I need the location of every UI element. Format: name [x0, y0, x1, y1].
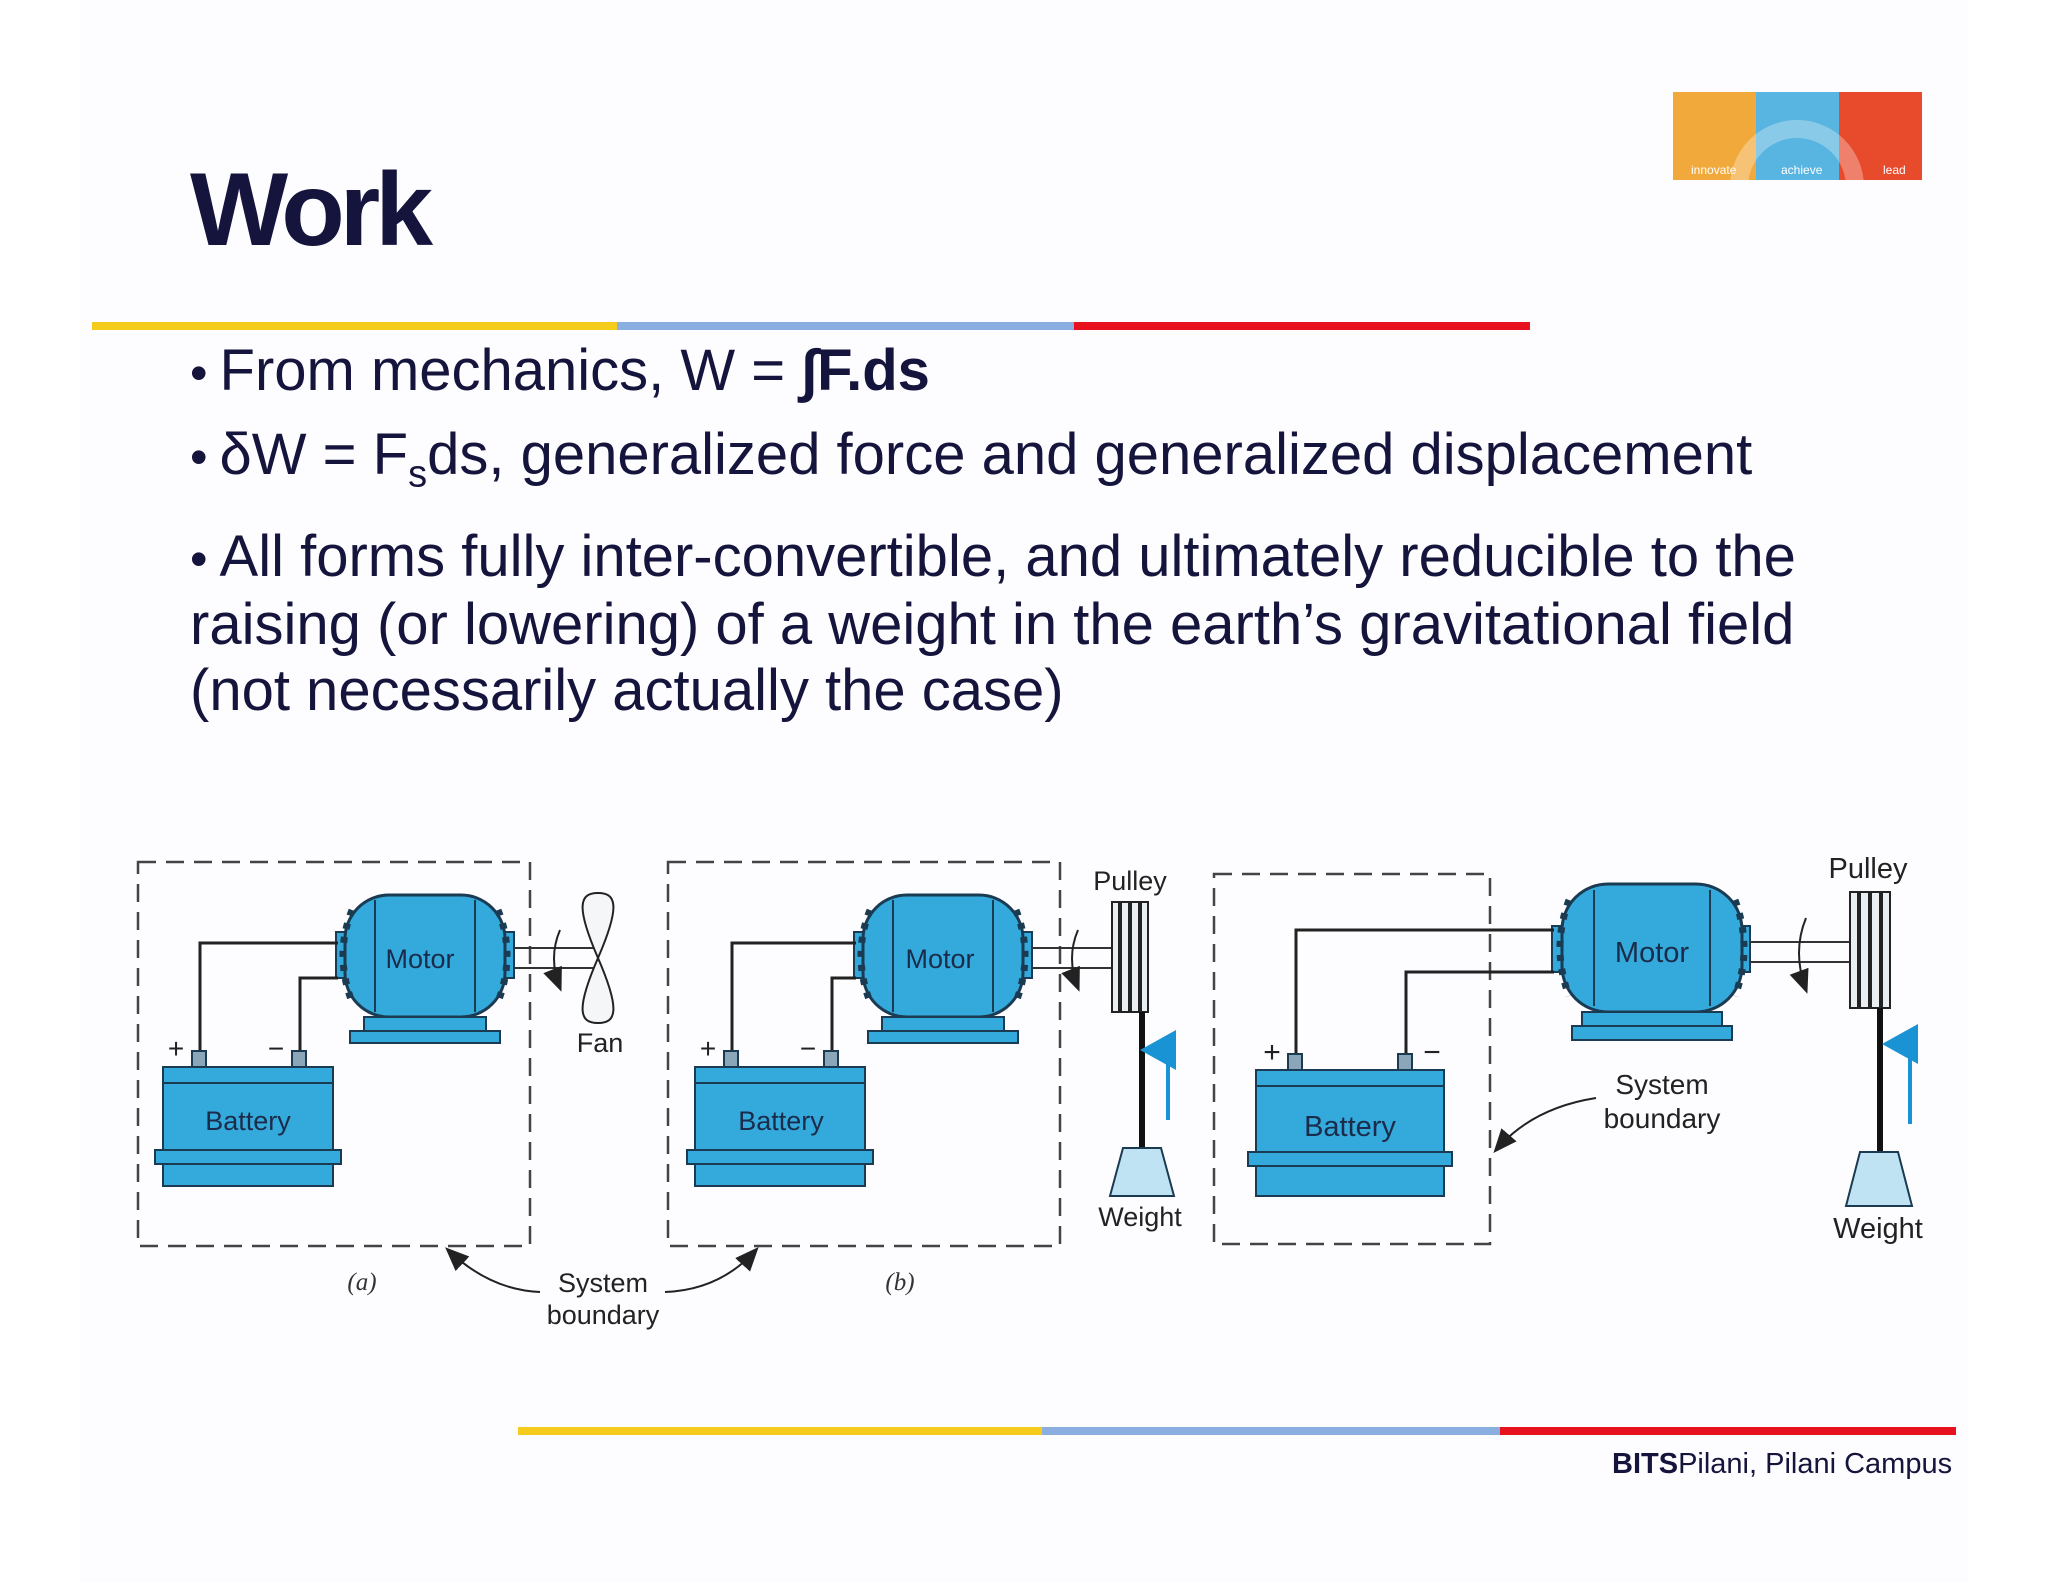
footer-brand-bold: BITS — [1612, 1448, 1679, 1480]
battery-plus-b: + — [700, 1033, 716, 1064]
battery-label-c: Battery — [1304, 1111, 1396, 1143]
fan-blades — [581, 891, 615, 1025]
wire-minus-a — [298, 976, 338, 1058]
boundary-label-c-line2: boundary — [1604, 1103, 1721, 1134]
wire-plus-a — [198, 941, 338, 1058]
footer-brand: BITSPilani, Pilani Campus — [1612, 1448, 1952, 1481]
logo-word-innovate: innovate — [1691, 163, 1737, 177]
shaft-c — [1750, 917, 1850, 994]
shared-boundary-line1: System — [558, 1268, 648, 1298]
slide-background — [80, 0, 1968, 1582]
bullet-2-subscript: s — [408, 453, 428, 496]
caption-a: (a) — [347, 1269, 376, 1296]
shared-boundary-line2: boundary — [547, 1300, 660, 1330]
top-rule-red — [1074, 322, 1530, 330]
logo-block-lead — [1839, 92, 1922, 180]
shaft-a — [514, 929, 600, 992]
system-boundary-b — [666, 860, 1062, 1248]
bullet-2: •δW = Fsds, generalized force and genera… — [190, 422, 1870, 508]
panel-a: Motor Fan Battery + − (a) — [136, 860, 624, 1296]
panel-c: Motor Pulley Weight Battery + − — [1212, 853, 1923, 1246]
logo-word-lead: lead — [1883, 163, 1906, 177]
motor-label-a: Motor — [385, 944, 454, 974]
bullet-list: •From mechanics, W = ∫F.ds •δW = Fsds, g… — [190, 338, 1870, 740]
boundary-pointer-a — [445, 1247, 541, 1293]
battery-a — [154, 1050, 342, 1187]
bullet-2-text-b: ds, generalized force and generalized di… — [427, 422, 1753, 487]
battery-label-b: Battery — [738, 1106, 824, 1136]
motor-label-b: Motor — [905, 944, 974, 974]
system-boundary-a — [136, 860, 532, 1248]
battery-minus-b: − — [800, 1033, 816, 1064]
weight-label-b: Weight — [1098, 1202, 1182, 1232]
shaft-b — [1032, 929, 1112, 992]
battery-label-a: Battery — [205, 1106, 291, 1136]
wire-minus-c — [1404, 970, 1554, 1062]
motor-c — [1551, 882, 1751, 1041]
bullet-2-text-a: δW = F — [219, 422, 409, 487]
pulley-label-c: Pulley — [1829, 853, 1908, 885]
fan-label: Fan — [577, 1028, 624, 1058]
caption-b: (b) — [885, 1269, 914, 1296]
wire-minus-b — [830, 976, 856, 1058]
motor-a — [335, 893, 515, 1044]
bits-logo: innovate achieve lead — [1673, 92, 1922, 180]
logo-gear — [1730, 120, 1864, 180]
bottom-rule-yellow — [518, 1427, 1042, 1435]
boundary-pointer-c — [1493, 1097, 1597, 1154]
weight-label-c: Weight — [1833, 1213, 1923, 1245]
wire-plus-b — [730, 941, 856, 1058]
slide-title: Work — [190, 152, 433, 268]
bullet-1: •From mechanics, W = ∫F.ds — [190, 338, 1870, 406]
bullet-3-text: All forms fully inter-convertible, and u… — [190, 523, 1796, 723]
bullet-dot: • — [190, 429, 208, 485]
logo-block-innovate — [1673, 92, 1756, 180]
system-boundary-c — [1212, 872, 1492, 1246]
top-rule-yellow — [92, 322, 617, 330]
shared-boundary-label: System boundary — [445, 1247, 759, 1330]
footer-brand-rest: Pilani, Pilani Campus — [1678, 1448, 1953, 1480]
motor-label-c: Motor — [1615, 937, 1689, 969]
bullet-dot: • — [190, 345, 208, 401]
bullet-1-text: From mechanics, W = — [219, 338, 802, 403]
top-rule-blue — [617, 322, 1074, 330]
motor-b — [853, 893, 1033, 1044]
battery-plus-c: + — [1263, 1036, 1281, 1069]
panel-b: Motor Pulley Weight Battery + − — [666, 860, 1182, 1296]
bullet-3: •All forms fully inter-convertible, and … — [190, 524, 1870, 724]
pulley-b — [1111, 901, 1149, 1013]
boundary-pointer-b — [664, 1247, 759, 1293]
weight-b — [1108, 1147, 1176, 1197]
battery-c — [1247, 1053, 1453, 1197]
weight-c — [1844, 1151, 1914, 1207]
battery-plus-a: + — [168, 1033, 184, 1064]
bottom-rule-red — [1500, 1427, 1956, 1435]
bullet-dot: • — [190, 530, 208, 587]
boundary-label-c-line1: System — [1615, 1069, 1708, 1100]
wire-plus-c — [1294, 928, 1554, 1062]
bullet-1-formula: ∫F.ds — [801, 338, 930, 403]
logo-block-achieve — [1756, 92, 1839, 180]
logo-word-achieve: achieve — [1781, 163, 1823, 177]
pulley-label-b: Pulley — [1093, 866, 1167, 896]
battery-b — [686, 1050, 874, 1187]
battery-minus-c: − — [1423, 1036, 1441, 1069]
battery-minus-a: − — [268, 1033, 284, 1064]
pulley-c — [1849, 891, 1891, 1009]
bottom-rule-blue — [1042, 1427, 1500, 1435]
